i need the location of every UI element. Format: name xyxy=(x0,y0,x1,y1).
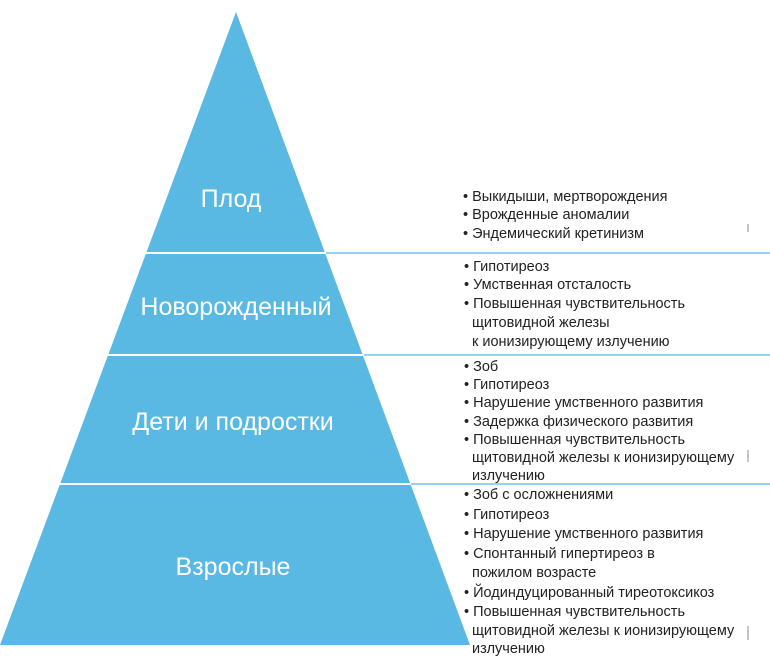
bullet-item-continuation: излучению xyxy=(472,641,545,657)
tier-label-fetus: Плод xyxy=(201,185,262,213)
bullet-item: • Йодиндуцированный тиреотоксикоз xyxy=(464,583,715,601)
bullet-item: • Задержка физического развития xyxy=(464,414,693,430)
bullet-item: • Повышенная чувствительность xyxy=(464,296,685,312)
bullet-item-continuation: пожилом возрасте xyxy=(472,565,596,581)
bullet-item-continuation: щитовидной железы xyxy=(472,315,610,331)
bullet-item: • Зоб с осложнениями xyxy=(464,487,613,503)
bullet-item: • Спонтанный гипертиреоз в xyxy=(464,546,655,562)
bullet-item: • Эндемический кретинизм xyxy=(463,226,644,242)
bullet-item: • Выкидыши, мертворождения xyxy=(463,189,668,205)
bullet-item: • Умственная отсталость xyxy=(464,277,631,293)
bullet-item: • Гипотиреоз xyxy=(464,377,550,393)
bullet-item: • Зоб xyxy=(464,359,498,375)
bullet-item-continuation: к ионизирующему излучению xyxy=(472,334,670,350)
bullet-item: • Нарушение умственного развития xyxy=(464,526,703,542)
bullet-item-continuation: щитовидной железы к ионизирующему xyxy=(472,450,735,466)
tier-label-adults: Взрослые xyxy=(176,553,291,581)
tier-label-children: Дети и подростки xyxy=(132,408,333,436)
bullet-item-continuation: излучению xyxy=(472,468,545,484)
pyramid-shape xyxy=(0,12,470,645)
bullet-item: • Нарушение умственного развития xyxy=(464,395,703,411)
bullet-item-continuation: щитовидной железы к ионизирующему xyxy=(472,623,735,639)
bullet-item: • Врожденные аномалии xyxy=(463,207,629,223)
tier-label-newborn: Новорожденный xyxy=(140,293,331,321)
bullet-item: • Повышенная чувствительность xyxy=(464,604,685,620)
bullet-item: • Гипотиреоз xyxy=(464,507,550,523)
bullet-item: • Повышенная чувствительность xyxy=(464,432,685,448)
bullet-item: • Гипотиреоз xyxy=(464,259,550,275)
